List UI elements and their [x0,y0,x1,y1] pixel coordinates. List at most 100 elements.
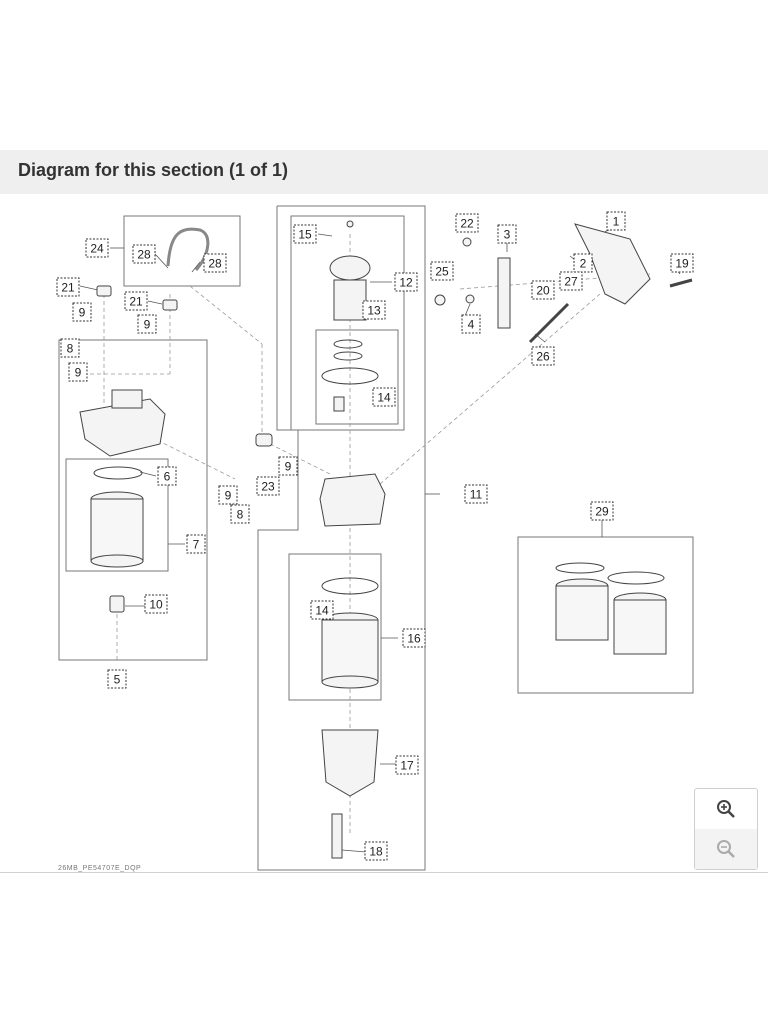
callout-18[interactable]: 18 [364,841,388,861]
nut-part [465,294,475,304]
frame-13 [315,329,399,425]
callout-12[interactable]: 12 [394,272,418,292]
diagram-bottom-border [0,872,768,873]
callout-box [531,346,555,366]
callout-box [394,272,418,292]
callout-label: 26 [536,350,550,364]
callout-9[interactable]: 9 [68,362,88,382]
callout-5[interactable]: 5 [107,669,127,689]
callout-box [559,271,583,291]
callout-label: 15 [298,228,312,242]
callout-label: 17 [400,759,414,773]
callout-label: 14 [377,391,391,405]
callout-25[interactable]: 25 [430,261,454,281]
callout-16[interactable]: 16 [402,628,426,648]
callout-17[interactable]: 17 [395,755,419,775]
callout-23[interactable]: 23 [256,476,280,496]
callout-28[interactable]: 28 [132,244,156,264]
callout-label: 28 [208,257,222,271]
callout-24[interactable]: 24 [85,238,109,258]
callout-label: 10 [149,598,163,612]
callout-label: 16 [407,632,421,646]
callout-label: 21 [129,295,143,309]
callout-label: 23 [261,480,275,494]
callout-box [497,224,517,244]
callout-20[interactable]: 20 [531,280,555,300]
callout-29[interactable]: 29 [590,501,614,521]
callout-label: 14 [315,604,329,618]
callout-label: 9 [79,306,86,320]
callout-box [464,484,488,504]
callout-label: 13 [367,304,381,318]
bolt-part [528,302,570,344]
sensor-part [333,396,345,412]
callout-14[interactable]: 14 [310,600,334,620]
leader-lines [79,224,681,853]
zoom-out-button[interactable] [695,829,757,869]
callout-1[interactable]: 1 [606,211,626,231]
frame-5 [58,339,208,661]
callout-4[interactable]: 4 [461,314,481,334]
callout-28[interactable]: 28 [203,253,227,273]
callout-label: 25 [435,265,449,279]
callout-27[interactable]: 27 [559,271,583,291]
callout-9[interactable]: 9 [137,314,157,334]
callout-14[interactable]: 14 [372,387,396,407]
callout-19[interactable]: 19 [670,253,694,273]
seal-part [321,367,379,385]
callout-3[interactable]: 3 [497,224,517,244]
callout-box [590,501,614,521]
elbow-fitting-part [255,433,273,447]
callout-box [455,213,479,233]
callout-8[interactable]: 8 [230,504,250,524]
callout-label: 8 [67,342,74,356]
callout-15[interactable]: 15 [293,224,317,244]
callout-label: 4 [468,318,475,332]
kit-element-body [613,599,667,655]
callout-box [402,628,426,648]
bracket-part [497,257,511,329]
callout-13[interactable]: 13 [362,300,386,320]
o-ring-part [555,562,605,574]
callout-10[interactable]: 10 [144,594,168,614]
callout-6[interactable]: 6 [157,466,177,486]
zoom-controls [694,788,758,870]
callout-2[interactable]: 2 [573,253,593,273]
callout-box [85,238,109,258]
wif-sensor-part [331,813,343,859]
section-header [0,150,768,194]
callout-box [230,504,250,524]
callout-21[interactable]: 21 [56,277,80,297]
callout-label: 6 [164,470,171,484]
callout-box [68,362,88,382]
callout-26[interactable]: 26 [531,346,555,366]
callout-9[interactable]: 9 [72,302,92,322]
callout-box [72,302,92,322]
callout-box [573,253,593,273]
frame-12 [290,215,405,431]
callout-label: 9 [285,460,292,474]
callout-box [531,280,555,300]
callout-label: 29 [595,505,609,519]
callout-box [430,261,454,281]
callout-box [203,253,227,273]
nut-part [462,237,472,247]
callout-label: 1 [613,215,620,229]
callout-9[interactable]: 9 [278,456,298,476]
callout-9[interactable]: 9 [218,485,238,505]
frame-29 [517,536,694,694]
callout-7[interactable]: 7 [186,534,206,554]
callout-11[interactable]: 11 [464,484,488,504]
zoom-in-button[interactable] [695,789,757,830]
callout-21[interactable]: 21 [124,291,148,311]
filter-head-boss [111,389,143,409]
callout-8[interactable]: 8 [60,338,80,358]
callout-label: 12 [399,276,413,290]
callout-box [293,224,317,244]
callout-22[interactable]: 22 [455,213,479,233]
callout-box [362,300,386,320]
part-drawings [79,220,693,859]
callout-label: 20 [536,284,550,298]
bowl-part [321,729,379,797]
